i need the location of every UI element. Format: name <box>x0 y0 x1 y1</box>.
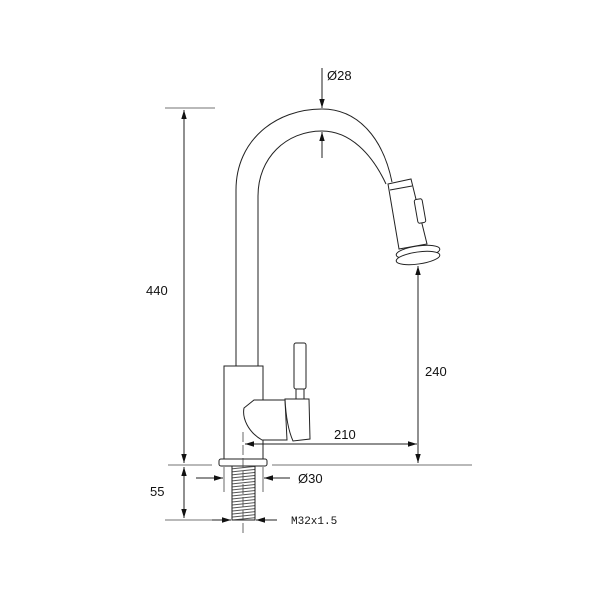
spray-button <box>413 198 427 224</box>
dimension-d30: Ø30 <box>196 467 323 492</box>
dimension-d28: Ø28 <box>319 68 352 158</box>
handle-lever <box>293 342 307 390</box>
dimension-240: 240 <box>415 266 447 463</box>
dimension-440: 440 <box>146 107 215 463</box>
dimension-thread: M32x1.5 <box>212 516 337 528</box>
label-d28: Ø28 <box>327 68 352 83</box>
dimension-210: 210 <box>245 427 417 447</box>
spout <box>235 108 393 368</box>
label-thread: M32x1.5 <box>291 516 337 528</box>
label-240: 240 <box>425 364 447 379</box>
label-d30: Ø30 <box>298 471 323 486</box>
spray-head <box>387 178 441 266</box>
threaded-shank <box>231 465 256 521</box>
label-210: 210 <box>334 427 356 442</box>
faucet-body <box>218 342 311 533</box>
dimension-55: 55 <box>150 467 230 521</box>
label-440: 440 <box>146 283 168 298</box>
label-55: 55 <box>150 484 164 499</box>
